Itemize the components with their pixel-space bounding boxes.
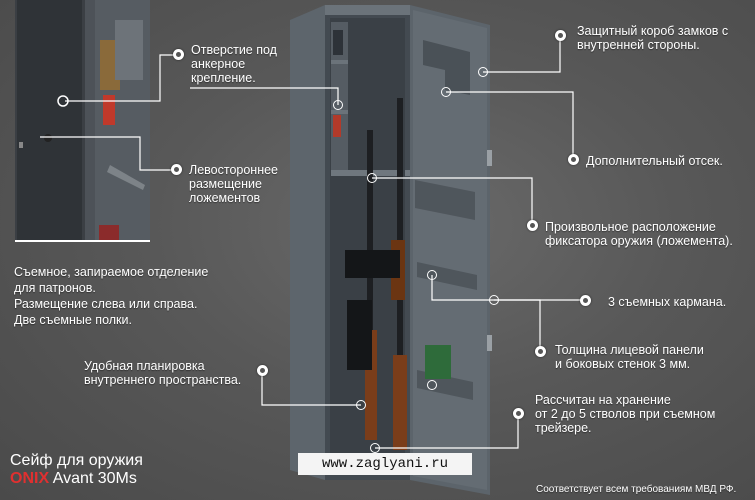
marker-ring (370, 443, 380, 453)
pockets-dot (580, 295, 591, 306)
marker-ring (478, 67, 488, 77)
marker-ring (441, 87, 451, 97)
thickness-dot (535, 346, 546, 357)
callout-pockets: 3 съемных кармана. (608, 295, 727, 309)
holder-dot (527, 220, 538, 231)
website-url: www.zaglyani.ru (298, 453, 472, 475)
capacity-dot (513, 408, 524, 419)
anchor-dot (173, 49, 184, 60)
marker-ring (427, 270, 437, 280)
inset-photo (15, 0, 150, 242)
brand-onix: ONIX (10, 470, 50, 487)
safe-illustration (290, 5, 492, 495)
callout-extra-compartment: Дополнительный отсек. (586, 154, 723, 168)
marker-ring (333, 100, 343, 110)
product-title: Сейф для оружия ONIX Avant 30Ms (10, 452, 143, 487)
marker-ring (367, 173, 377, 183)
marker-ring (356, 400, 366, 410)
layout-dot (257, 365, 268, 376)
marker-ring (489, 295, 499, 305)
lock-box-dot (555, 30, 566, 41)
marker-ring (427, 380, 437, 390)
compliance-note: Соответствует всем требованиям МВД РФ. (536, 484, 737, 495)
brand-model: Avant 30Ms (52, 470, 137, 487)
extra-compartment-dot (568, 154, 579, 165)
left-mount-dot (171, 164, 182, 175)
